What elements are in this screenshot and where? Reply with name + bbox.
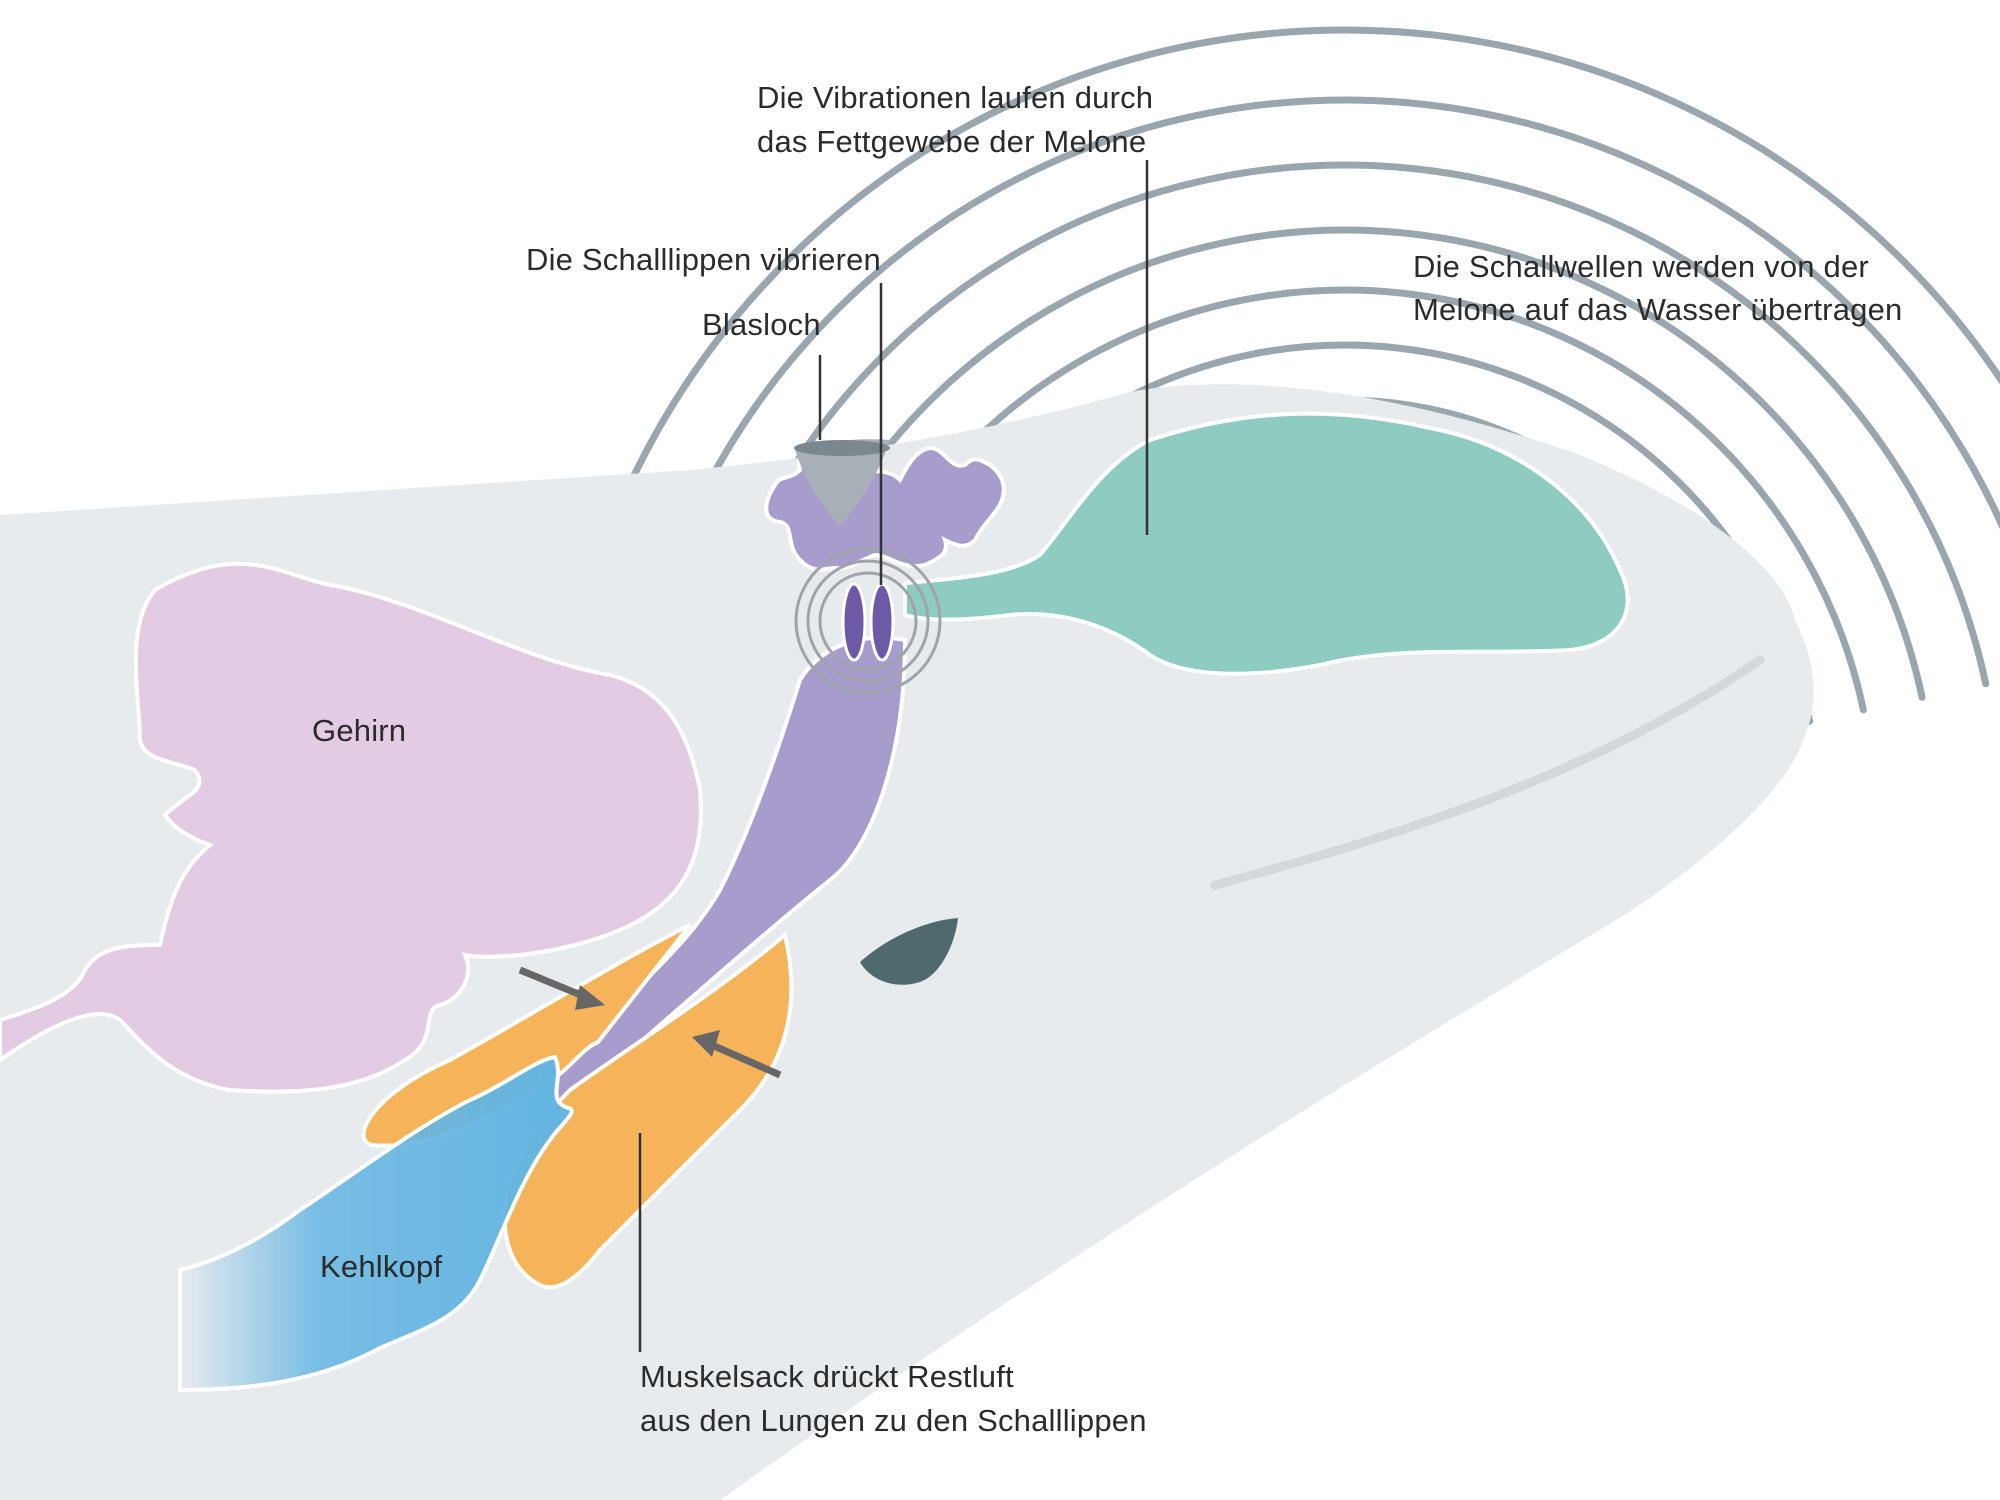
muscle-sac (502, 931, 794, 1290)
vibration-rings (794, 547, 942, 695)
label-sound-lips: Die Schalllippen vibrieren (526, 242, 881, 277)
label-blowhole: Blasloch (702, 307, 821, 342)
label-larynx: Kehlkopf (320, 1249, 442, 1284)
pressure-arrows (518, 966, 782, 1079)
larynx (178, 1054, 574, 1393)
label-muscle-line2: aus den Lungen zu den Schalllippen (640, 1403, 1147, 1438)
blowhole (795, 439, 890, 525)
label-muscle-line1: Muskelsack drückt Restluft (640, 1359, 1014, 1394)
sound-wave-arc (625, 26, 2000, 490)
sound-wave-arc (806, 226, 1926, 701)
sound-wave-arc (689, 96, 2000, 530)
label-soundwaves-line1: Die Schallwellen werden von der (1413, 249, 1869, 284)
leader-lines (638, 160, 1149, 1352)
arrow-head (575, 985, 605, 1010)
label-brain: Gehirn (312, 713, 406, 748)
label-vibrations-line1: Die Vibrationen laufen durch (757, 80, 1153, 115)
jaw-line (1210, 655, 1765, 890)
sound-lips (841, 582, 895, 662)
label-soundwaves-line2: Melone auf das Wasser übertragen (1413, 292, 1902, 327)
label-vibrations-line2: das Fettgewebe der Melone (757, 124, 1146, 159)
eye (860, 918, 958, 985)
melon (903, 411, 1630, 676)
arrow-head (692, 1030, 720, 1057)
brain (0, 561, 703, 1094)
blowhole-rim (794, 440, 890, 456)
sound-wave-arc (747, 161, 1990, 688)
